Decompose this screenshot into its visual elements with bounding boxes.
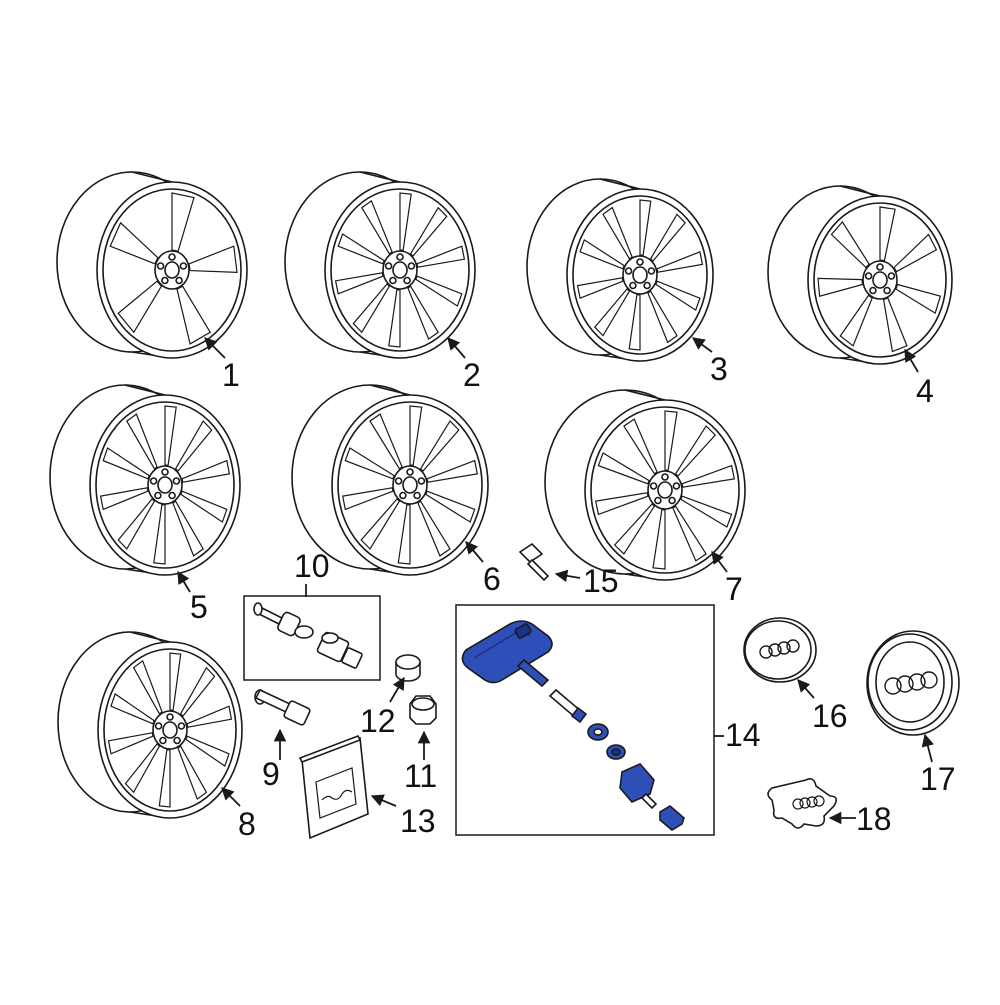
- leader-line: [711, 550, 728, 573]
- callout-2[interactable]: 2: [463, 357, 481, 393]
- callout-3[interactable]: 3: [710, 351, 728, 387]
- leader-line: [389, 676, 405, 703]
- valve-screw-icon[interactable]: [518, 542, 550, 582]
- callout-10[interactable]: 10: [294, 548, 330, 584]
- valve-cap-icon: [659, 805, 685, 831]
- callout-1[interactable]: 1: [222, 357, 240, 393]
- bolt-cap-icon[interactable]: [395, 654, 421, 682]
- hub-cover-icon[interactable]: [866, 630, 960, 736]
- callout-11[interactable]: 11: [404, 758, 437, 794]
- valve-nut-icon: [619, 763, 658, 810]
- repair-kit-icon[interactable]: [298, 734, 369, 840]
- callout-12[interactable]: 12: [360, 703, 396, 739]
- leader-line: [921, 733, 934, 763]
- locking-bolt-icon: [253, 602, 314, 639]
- alloy-wheel-icon[interactable]: [57, 631, 243, 819]
- wheel-bolt-icon[interactable]: [254, 688, 311, 726]
- wheels-group: [49, 171, 953, 819]
- center-cap-icon[interactable]: [743, 617, 817, 683]
- valve-stem-icon: [548, 688, 588, 724]
- alloy-wheel-icon[interactable]: [544, 389, 746, 581]
- alloy-wheel-icon[interactable]: [56, 171, 248, 359]
- star-cap-icon[interactable]: [767, 778, 838, 829]
- callout-14[interactable]: 14: [725, 717, 761, 753]
- callout-16[interactable]: 16: [812, 698, 848, 734]
- callout-15[interactable]: 15: [583, 563, 619, 599]
- valve-seal-icon: [606, 744, 626, 760]
- callout-5[interactable]: 5: [190, 589, 208, 625]
- leader-line: [797, 679, 815, 699]
- leader-line: [691, 337, 713, 353]
- alloy-wheel-icon[interactable]: [284, 171, 476, 359]
- locking-bolt-kit[interactable]: [243, 595, 381, 681]
- alloy-wheel-icon[interactable]: [291, 384, 489, 576]
- alloy-wheel-icon[interactable]: [49, 384, 241, 576]
- callout-6[interactable]: 6: [483, 561, 501, 597]
- callout-18[interactable]: 18: [856, 801, 892, 837]
- callout-17[interactable]: 17: [920, 761, 956, 797]
- callout-labels: 1 2 3 4 5 6 7 8 9 10 11 12 13 14 15 16 1…: [190, 351, 956, 842]
- leader-lines: [177, 337, 934, 825]
- leader-line: [554, 569, 581, 583]
- callout-7[interactable]: 7: [725, 571, 743, 607]
- tpms-sensor-icon: [461, 620, 553, 688]
- tpms-sensor-kit[interactable]: [455, 604, 715, 836]
- leader-line: [370, 794, 397, 807]
- callout-13[interactable]: 13: [400, 803, 436, 839]
- callout-4[interactable]: 4: [916, 373, 934, 409]
- lock-key-icon: [316, 631, 363, 669]
- leader-line: [465, 541, 484, 563]
- leader-line: [204, 337, 226, 359]
- leader-line: [221, 787, 241, 807]
- callout-8[interactable]: 8: [238, 806, 256, 842]
- callout-9[interactable]: 9: [262, 756, 280, 792]
- leader-line: [904, 348, 919, 373]
- leader-line: [447, 337, 466, 359]
- alloy-wheel-icon[interactable]: [767, 185, 953, 365]
- bolt-cover-icon[interactable]: [409, 695, 437, 725]
- alloy-wheel-icon[interactable]: [526, 178, 714, 362]
- valve-washer-icon: [587, 723, 609, 741]
- leader-line: [177, 570, 191, 593]
